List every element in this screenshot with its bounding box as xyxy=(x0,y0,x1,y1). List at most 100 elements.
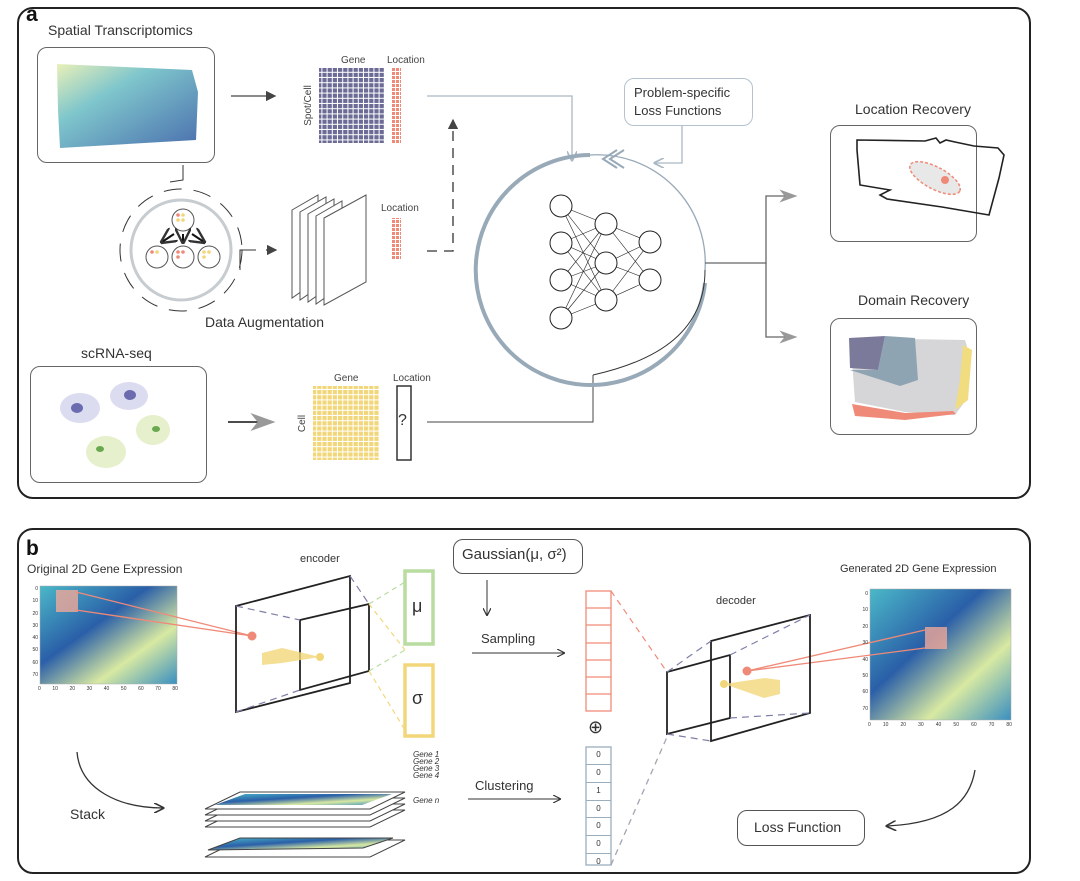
encoder-label: encoder xyxy=(300,553,340,565)
gaussian-label: Gaussian(μ, σ²) xyxy=(462,546,567,563)
generated-y-ticks: 0 10 20 30 40 50 60 70 xyxy=(858,586,868,717)
sampling-label: Sampling xyxy=(481,631,536,646)
tick: 60 xyxy=(32,659,38,666)
one-hot-cell: 0 xyxy=(586,836,611,855)
tick: 10 xyxy=(32,598,38,605)
tick: 10 xyxy=(52,686,58,692)
loss-functions-box xyxy=(624,78,753,126)
tick: 80 xyxy=(1006,722,1012,728)
augmented-matrix-stack xyxy=(291,194,367,306)
domain-recovery-title: Domain Recovery xyxy=(858,292,970,308)
one-hot-cell: 1 xyxy=(586,783,611,801)
loss-functions-line2: Loss Functions xyxy=(634,103,722,118)
one-hot-cell: 0 xyxy=(596,857,601,867)
generated-x-ticks: 0 10 20 30 40 50 60 70 80 xyxy=(868,722,1012,728)
gene-layer-label: Gene 4 xyxy=(413,771,440,780)
one-hot-values: 0 0 1 0 0 0 0 xyxy=(586,747,611,871)
scrna-location-label: Location xyxy=(393,373,431,384)
generated-heatmap xyxy=(869,588,1012,721)
panel-a xyxy=(17,7,1031,499)
tick: 50 xyxy=(120,686,127,692)
tick: 50 xyxy=(862,673,868,680)
original-y-ticks: 0 10 20 30 40 50 60 70 xyxy=(28,583,38,681)
location-recovery-title: Location Recovery xyxy=(855,101,971,117)
neural-network xyxy=(549,194,662,330)
gene-layer-labels: Gene 1 Gene 2 Gene 3 Gene 4 Gene n xyxy=(413,750,440,805)
tick: 70 xyxy=(155,686,161,692)
gene-layer-label: Gene 2 xyxy=(413,757,440,766)
panel-a-label: a xyxy=(26,3,38,26)
tick: 20 xyxy=(32,610,38,617)
stack-label: Stack xyxy=(70,806,106,822)
scrna-title: scRNA-seq xyxy=(81,345,152,361)
tick: 20 xyxy=(900,722,907,728)
panel-b-label: b xyxy=(26,537,39,560)
tick: 70 xyxy=(32,672,38,679)
one-hot-cell: 0 xyxy=(586,818,611,837)
spatial-tissue-image xyxy=(57,64,198,148)
spot-cell-label: Spot/Cell xyxy=(302,85,314,126)
one-hot-vector xyxy=(585,746,612,866)
tick: 60 xyxy=(862,689,868,696)
loss-functions-line1: Problem-specific xyxy=(634,85,731,100)
location-vector xyxy=(391,68,401,143)
data-augmentation-title: Data Augmentation xyxy=(205,314,325,330)
latent-sample-vector xyxy=(585,590,612,712)
generated-expression-title: Generated 2D Gene Expression xyxy=(840,563,997,575)
tick: 50 xyxy=(953,722,959,728)
gene-label: Gene xyxy=(341,55,366,66)
clustering-label: Clustering xyxy=(475,778,534,793)
original-expression-title: Original 2D Gene Expression xyxy=(27,562,183,576)
tick: 20 xyxy=(862,623,868,630)
tick: 30 xyxy=(86,686,93,692)
mu-symbol: μ xyxy=(412,596,423,616)
gene-stack xyxy=(204,791,406,858)
decoder-label: decoder xyxy=(716,595,756,607)
tick: 30 xyxy=(918,722,924,728)
tick: 40 xyxy=(103,686,110,692)
one-hot-cell: 0 xyxy=(586,801,611,819)
one-hot-cell: 0 xyxy=(586,765,611,783)
location-label: Location xyxy=(387,55,425,66)
tick: 0 xyxy=(35,586,38,592)
tick: 30 xyxy=(32,622,38,629)
tick: 0 xyxy=(38,686,41,692)
cell-matrix xyxy=(313,386,379,460)
decoder-plane-small xyxy=(666,653,731,736)
loss-function-box xyxy=(737,810,865,846)
tick: 70 xyxy=(988,722,995,728)
concat-symbol: ⊕ xyxy=(588,717,604,737)
one-hot-cell: 0 xyxy=(586,747,611,765)
encoder-plane-inner xyxy=(299,602,370,692)
tick: 10 xyxy=(862,607,868,614)
gaussian-box xyxy=(453,539,583,574)
tick: 40 xyxy=(935,722,942,728)
gene-layer-label: Gene n xyxy=(413,796,440,805)
tick: 70 xyxy=(862,705,868,712)
encoder-plane-outer xyxy=(235,574,351,714)
sigma-box xyxy=(403,663,435,738)
gene-layer-label: Gene 1 xyxy=(413,750,440,759)
loss-function-label: Loss Function xyxy=(754,819,842,835)
gene-layer-label: Gene 3 xyxy=(413,764,440,773)
cell-label: Cell xyxy=(297,414,309,433)
panel-b xyxy=(17,528,1031,874)
tick: 50 xyxy=(32,647,38,654)
aug-location-label: Location xyxy=(381,203,419,214)
tick: 0 xyxy=(865,591,868,597)
mu-box xyxy=(403,569,435,646)
spatial-transcriptomics-title: Spatial Transcriptomics xyxy=(48,22,193,38)
sigma-symbol: σ xyxy=(412,688,424,708)
unknown-location-vector xyxy=(396,385,412,461)
tick: 60 xyxy=(138,686,144,692)
tissue-outline xyxy=(856,137,1005,216)
tick: 60 xyxy=(971,722,977,728)
tick: 30 xyxy=(862,640,868,647)
tick: 40 xyxy=(862,656,868,663)
tick: 0 xyxy=(868,722,871,728)
tick: 40 xyxy=(32,635,38,642)
decoder-plane-large xyxy=(710,613,811,743)
tick: 10 xyxy=(882,722,889,728)
